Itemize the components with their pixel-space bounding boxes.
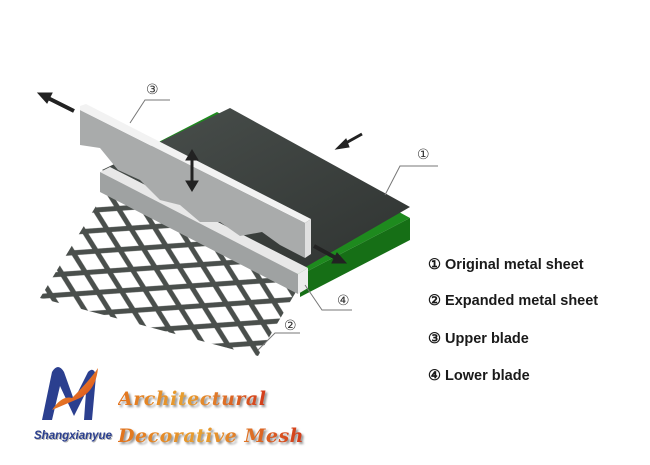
brand-tagline-line2: Decorative Mesh [118, 425, 304, 447]
arrows [36, 92, 363, 264]
leader-lines [129, 99, 438, 351]
legend-marker: ③ [428, 331, 441, 347]
callout-4: ④ [337, 293, 350, 309]
legend-marker: ② [428, 293, 441, 309]
legend-marker: ① [428, 257, 441, 273]
legend-item-expanded-sheet: ② Expanded metal sheet [428, 293, 598, 309]
legend-label: Original metal sheet [445, 257, 584, 273]
legend-marker: ④ [428, 368, 441, 384]
legend-label: Upper blade [445, 331, 529, 347]
legend-label: Expanded metal sheet [445, 293, 599, 309]
callout-2: ② [284, 318, 297, 334]
callout-1: ① [417, 147, 430, 163]
legend-label: Lower blade [445, 368, 530, 384]
green-base-front [300, 218, 410, 297]
legend-item-original-sheet: ① Original metal sheet [428, 257, 584, 273]
callout-3: ③ [146, 82, 159, 98]
original-metal-sheet [102, 108, 410, 272]
legend-item-lower-blade: ④ Lower blade [428, 368, 530, 384]
brand-tagline-line1: Architectural [118, 388, 267, 410]
brand-company-name: Shangxianyue [34, 430, 112, 442]
legend-item-upper-blade: ③ Upper blade [428, 331, 529, 347]
shangxianyue-logo [42, 367, 98, 420]
